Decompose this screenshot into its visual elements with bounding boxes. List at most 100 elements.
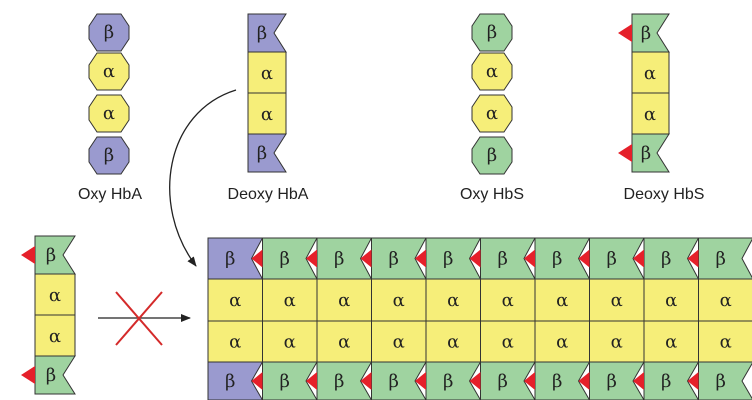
fiber-alpha-bottom — [534, 320, 590, 363]
oxy-hba-beta-bottom — [88, 136, 130, 175]
fiber-beta-bottom — [589, 361, 645, 400]
fiber-alpha-top — [425, 278, 481, 322]
oxy-hba-alpha-1 — [88, 52, 130, 91]
fiber-bottom-mutation-site — [578, 372, 590, 390]
fiber-alpha-top-label: α — [284, 290, 296, 311]
fiber-alpha-top-label: α — [447, 290, 459, 311]
fiber-alpha-bottom-label: α — [393, 332, 405, 353]
deoxy-hbs-beta-top-label: β — [641, 23, 651, 44]
deoxy-hba-alpha-1-label: α — [261, 63, 273, 84]
fiber-alpha-bottom-label: α — [720, 332, 732, 353]
oxy-hba-beta-top — [88, 13, 130, 52]
blocked-alpha-1 — [34, 273, 76, 316]
blocked-beta-top — [34, 235, 76, 275]
fiber-alpha-bottom — [207, 320, 263, 363]
oxy-hba-beta-top-label: β — [104, 22, 114, 43]
fiber-beta-bottom-label: β — [716, 371, 726, 392]
oxy-hba-alpha-2 — [88, 94, 130, 133]
oxy-hbs-beta-bottom-label: β — [487, 145, 497, 166]
fiber-beta-bottom — [480, 361, 536, 400]
fiber-alpha-bottom-label: α — [338, 332, 350, 353]
fiber-beta-bottom-label: β — [552, 371, 562, 392]
fiber-alpha-bottom-label: α — [665, 332, 677, 353]
fiber-beta-bottom — [643, 361, 700, 400]
fiber-alpha-top-label: α — [556, 290, 568, 311]
deoxy-hba-beta-bottom — [247, 133, 287, 173]
fiber-beta-top — [589, 237, 645, 280]
oxy-hbs-molecule: β α α β — [471, 13, 513, 175]
oxy-hba-beta-bottom-label: β — [104, 145, 114, 166]
fiber-beta-top-label: β — [225, 249, 235, 270]
fiber-alpha-bottom-label: α — [502, 332, 514, 353]
fiber-top-mutation-site — [415, 249, 426, 268]
fiber-top-mutation-site — [306, 249, 317, 268]
fiber-bottom-mutation-site — [524, 372, 535, 390]
fiber-alpha-top-label: α — [720, 290, 732, 311]
fiber-bottom-mutation-site — [251, 372, 263, 390]
deoxy-hbs-beta-bottom — [631, 133, 670, 173]
fiber-beta-bottom-label: β — [389, 371, 399, 392]
deoxy-hbs-beta-bottom-label: β — [641, 143, 651, 164]
fiber-beta-top — [371, 237, 427, 280]
deoxy-hbs-bottom-mutation-site — [618, 144, 632, 162]
oxy-hba-alpha-2-label: α — [103, 103, 115, 124]
oxy-hbs-beta-top-label: β — [487, 22, 497, 43]
fiber-alpha-top-label: α — [611, 290, 623, 311]
fiber-beta-bottom — [262, 361, 318, 400]
fiber-alpha-top-label: α — [229, 290, 241, 311]
blocked-alpha-1-label: α — [49, 285, 61, 306]
deoxy-hbs-molecule: β α α β — [618, 13, 670, 173]
fiber-top-mutation-site — [251, 249, 263, 268]
blocked-beta-bottom-label: β — [46, 365, 56, 386]
curved-arrow — [169, 89, 237, 267]
fiber-alpha-top-label: α — [502, 290, 514, 311]
fiber-beta-bottom-label: β — [225, 371, 235, 392]
blocked-beta-top-label: β — [46, 245, 56, 266]
fiber-alpha-bottom-label: α — [447, 332, 459, 353]
fiber-bottom-mutation-site — [687, 372, 699, 390]
fiber-beta-bottom — [316, 361, 373, 400]
fiber-beta-bottom — [425, 361, 482, 400]
fiber-beta-bottom — [534, 361, 591, 400]
deoxy-hbs-caption: Deoxy HbS — [624, 186, 705, 203]
fiber-alpha-bottom — [698, 320, 752, 363]
blocked-alpha-2-label: α — [49, 326, 61, 347]
fiber-bottom-mutation-site — [360, 372, 372, 390]
fiber-beta-top-label: β — [334, 249, 344, 270]
fiber-beta-top — [698, 237, 752, 280]
deoxy-hba-molecule: β α α β — [247, 13, 287, 173]
fiber-beta-bottom-label: β — [661, 371, 671, 392]
fiber-beta-top — [262, 237, 318, 280]
fiber-beta-top-label: β — [498, 249, 508, 270]
fiber-beta-top-label: β — [443, 249, 453, 270]
fiber-beta-top — [207, 237, 264, 280]
fiber-alpha-top — [316, 278, 372, 322]
fiber-bottom-mutation-site — [633, 372, 644, 390]
oxy-hbs-alpha-2 — [471, 94, 513, 133]
deoxy-hba-alpha-2-label: α — [261, 104, 273, 125]
fiber-alpha-top-label: α — [665, 290, 677, 311]
fiber-beta-bottom — [698, 361, 752, 400]
fiber-beta-bottom — [207, 361, 264, 400]
oxy-hba-alpha-1-label: α — [103, 61, 115, 82]
oxy-hbs-caption: Oxy HbS — [460, 186, 524, 203]
fiber-beta-top — [534, 237, 591, 280]
fiber-bottom-mutation-site — [415, 372, 426, 390]
fiber-alpha-bottom-label: α — [284, 332, 296, 353]
fiber-beta-top-label: β — [280, 249, 290, 270]
fiber-beta-top — [480, 237, 536, 280]
oxy-hba-molecule: β α α β — [88, 13, 130, 175]
fiber-top-mutation-site — [633, 249, 644, 268]
cross-mark-stroke-2 — [115, 291, 163, 346]
fiber-beta-top-label: β — [552, 249, 562, 270]
fiber-top-mutation-site — [578, 249, 590, 268]
oxy-hbs-beta-bottom — [471, 136, 513, 175]
fiber-bottom-mutation-site — [469, 372, 481, 390]
fiber-alpha-bottom-label: α — [556, 332, 568, 353]
oxy-hbs-alpha-2-label: α — [486, 103, 498, 124]
fiber-beta-top-label: β — [389, 249, 399, 270]
fiber-alpha-bottom — [589, 320, 645, 363]
fiber-beta-bottom-label: β — [280, 371, 290, 392]
fiber-alpha-bottom-label: α — [229, 332, 241, 353]
